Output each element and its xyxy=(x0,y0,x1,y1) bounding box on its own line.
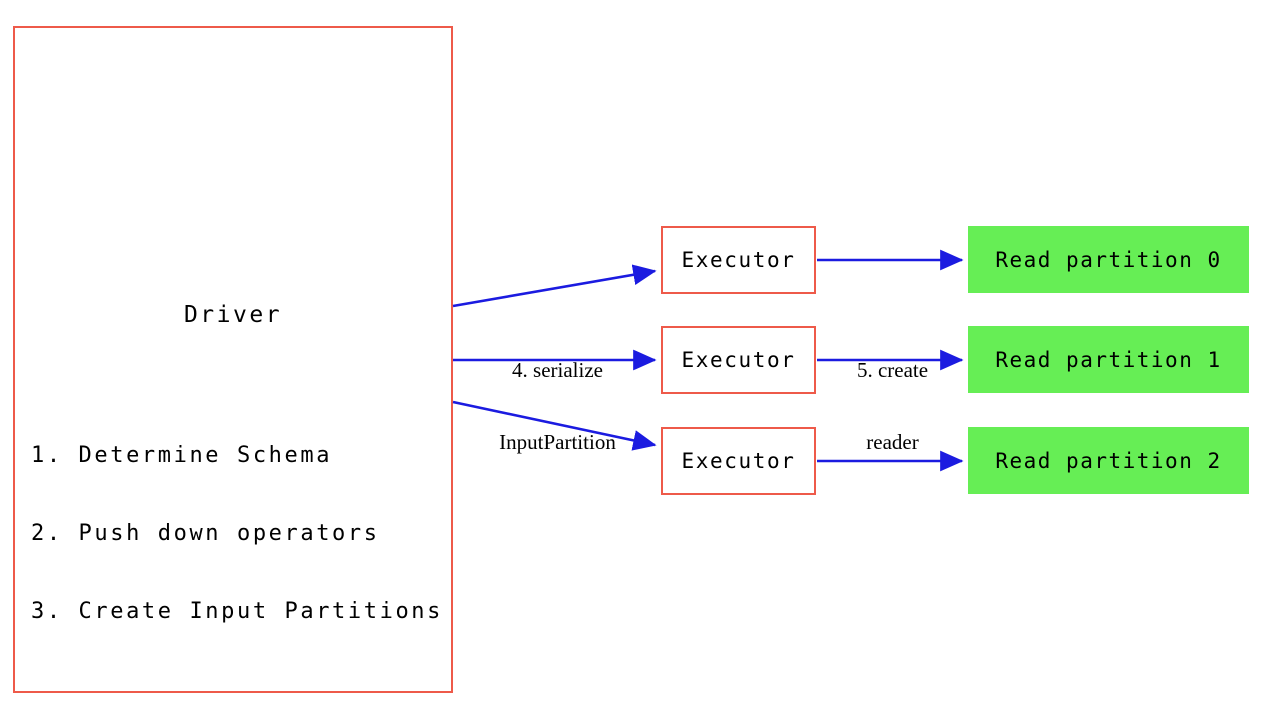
driver-box: Driver 1. Determine Schema 2. Push down … xyxy=(13,26,453,693)
driver-steps-list: 1. Determine Schema 2. Push down operato… xyxy=(31,391,443,677)
driver-step-2: 2. Push down operators xyxy=(31,521,380,546)
partition-box-2: Read partition 2 xyxy=(968,427,1249,494)
executor-box-2: Executor xyxy=(661,427,816,495)
edge-label-create-reader: 5. create reader xyxy=(825,310,960,502)
executor-box-1: Executor xyxy=(661,326,816,394)
executor-label-2: Executor xyxy=(681,449,796,473)
arrow-driver-to-executor-0 xyxy=(452,264,657,308)
partition-label-2: Read partition 2 xyxy=(995,448,1222,473)
edge-label-serialize-line2: InputPartition xyxy=(499,430,616,454)
partition-box-1: Read partition 1 xyxy=(968,326,1249,393)
executor-box-0: Executor xyxy=(661,226,816,294)
driver-step-3: 3. Create Input Partitions xyxy=(31,599,443,624)
edge-label-create-reader-line1: 5. create xyxy=(856,358,929,382)
partition-box-0: Read partition 0 xyxy=(968,226,1249,293)
executor-label-1: Executor xyxy=(681,348,796,372)
driver-step-1: 1. Determine Schema xyxy=(31,443,333,468)
edge-label-create-reader-line2: reader xyxy=(866,430,919,454)
edge-label-serialize-line1: 4. serialize xyxy=(512,358,603,382)
edge-label-serialize: 4. serialize InputPartition xyxy=(470,310,645,502)
driver-title: Driver xyxy=(183,302,283,328)
partition-label-0: Read partition 0 xyxy=(995,247,1222,272)
executor-label-0: Executor xyxy=(681,248,796,272)
partition-label-1: Read partition 1 xyxy=(995,347,1222,372)
